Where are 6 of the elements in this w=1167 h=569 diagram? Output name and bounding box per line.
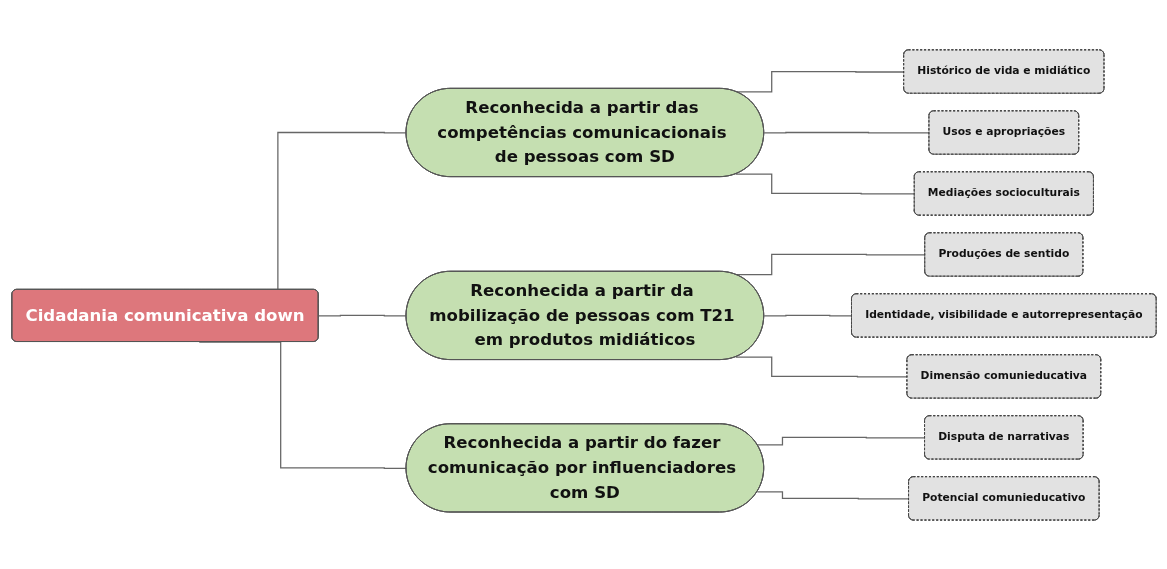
connector <box>734 173 915 195</box>
connector <box>763 131 930 134</box>
connector <box>317 314 407 317</box>
connector <box>756 490 910 500</box>
connector <box>756 436 926 445</box>
connector <box>734 356 908 378</box>
